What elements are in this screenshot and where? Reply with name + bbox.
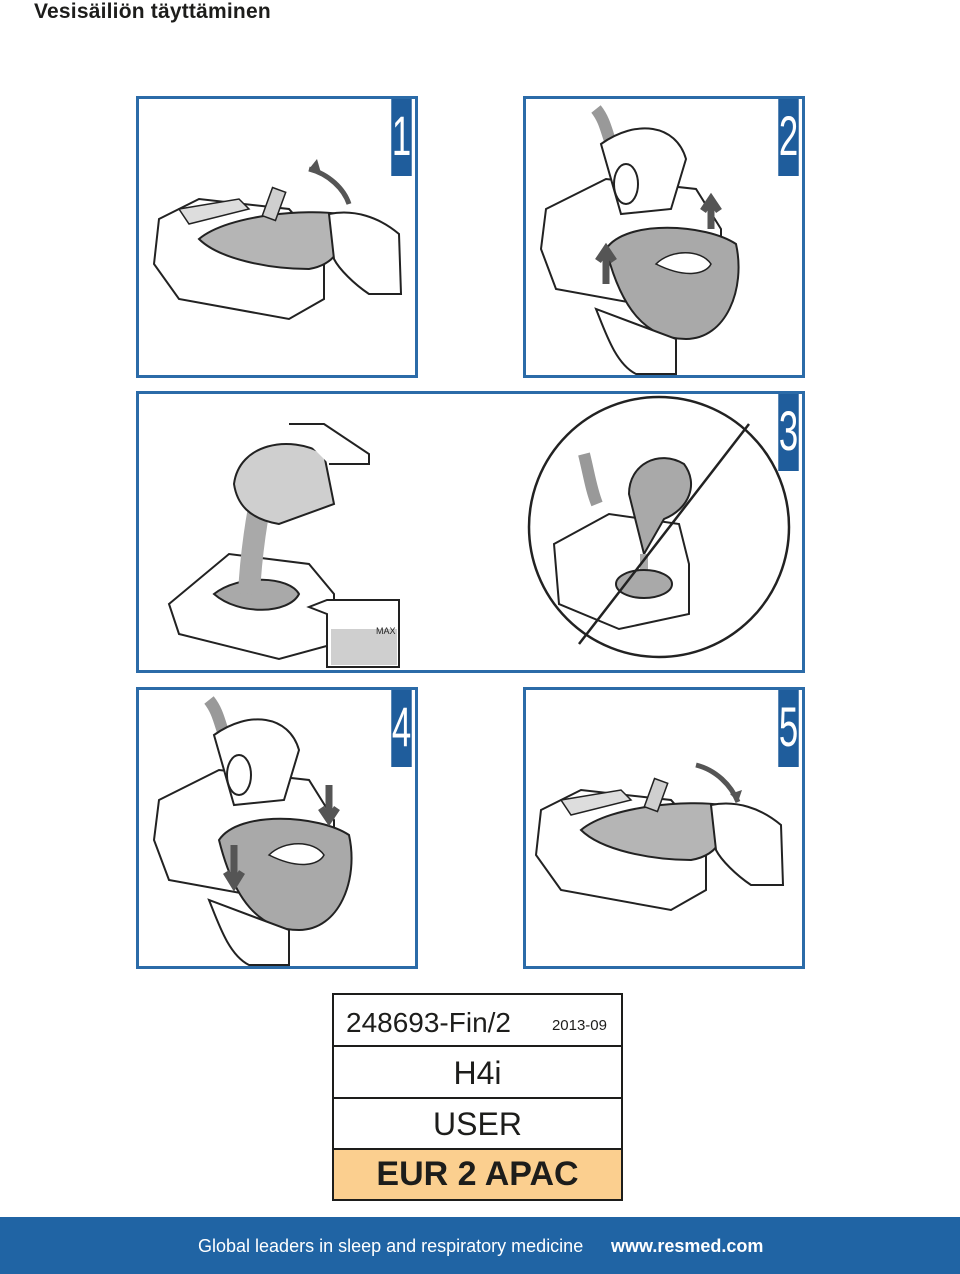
max-level-label: MAX: [376, 626, 396, 636]
step-number-badge: 5: [778, 690, 799, 767]
step-4-panel: 4: [136, 687, 418, 969]
step-2-illustration: [539, 105, 740, 375]
step-2-panel: 2: [523, 96, 805, 378]
document-label: 248693-Fin/2 2013-09 H4i USER EUR 2 APAC: [332, 993, 623, 1201]
device-model: H4i: [453, 1055, 502, 1091]
label-region-row: EUR 2 APAC: [334, 1150, 621, 1199]
label-code-row: 248693-Fin/2 2013-09: [334, 995, 621, 1047]
step-3-illustration: MAX: [167, 395, 791, 668]
step-1-illustration: [152, 159, 403, 321]
step-4-illustration: [152, 696, 353, 966]
document-code: 248693-Fin/2: [346, 1007, 512, 1038]
footer-bar: Global leaders in sleep and respiratory …: [0, 1217, 960, 1274]
step-1-panel: 1: [136, 96, 418, 378]
step-number-badge: 2: [778, 99, 799, 176]
step-number-badge: 3: [778, 394, 799, 471]
footer-website: www.resmed.com: [611, 1236, 764, 1256]
label-model-row: H4i: [334, 1047, 621, 1099]
document-date: 2013-09: [551, 1017, 607, 1034]
document-region: EUR 2 APAC: [376, 1155, 579, 1193]
page-title: Vesisäiliön täyttäminen: [34, 0, 271, 23]
step-number-badge: 4: [391, 690, 412, 767]
footer-slogan: Global leaders in sleep and respiratory …: [198, 1236, 584, 1256]
step-5-panel: 5: [523, 687, 805, 969]
step-5-illustration: [534, 762, 785, 912]
label-audience-row: USER: [334, 1099, 621, 1150]
document-audience: USER: [433, 1106, 522, 1142]
step-3-panel: MAX 3: [136, 391, 805, 673]
step-number-badge: 1: [391, 99, 412, 176]
